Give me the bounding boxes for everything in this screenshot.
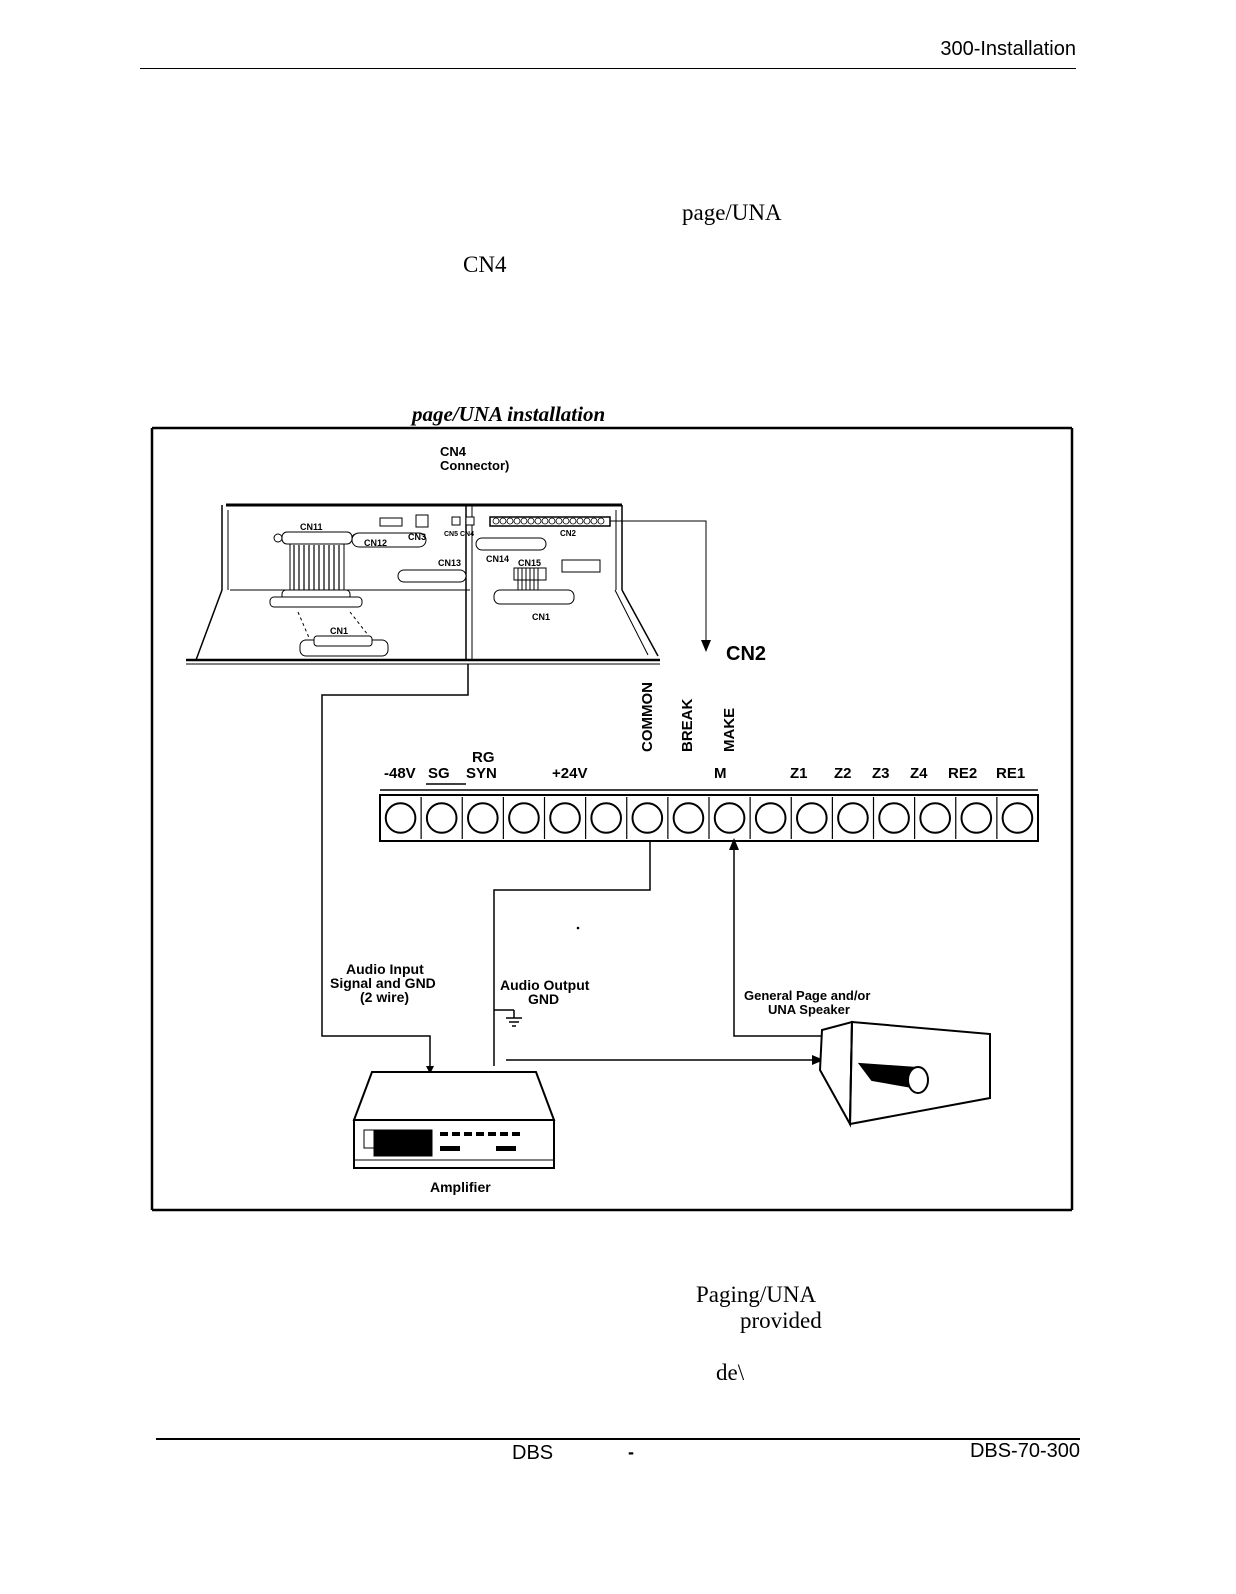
board-label: CN4 [460,531,474,538]
body-text-provided: provided [740,1308,822,1333]
terminal-screw [1001,802,1034,834]
body-text-dev: de\ [716,1360,745,1385]
board-label: CN3 [408,532,426,542]
amplifier [352,1071,556,1169]
header-section-title: 300-Installation [940,38,1076,60]
body-text-page-una: page/UNA [682,200,782,225]
footer-rule [156,1438,1080,1440]
terminal-label-syn: SYN [466,765,497,782]
header-rule [140,68,1076,69]
audio-input-line3: (2 wire) [360,989,409,1005]
terminal-screw [384,802,417,834]
terminal-label-sg: SG [428,765,450,782]
amplifier-label: Amplifier [430,1179,491,1195]
speaker-label-line2: UNA Speaker [768,1002,850,1017]
board-label: CN1 [330,626,348,636]
board-labels: CN11 CN12 CN3 CN5 CN4 CN2 CN13 CN14 CN15… [300,522,577,636]
terminal-label-re2: RE2 [948,765,977,782]
wiring [321,664,852,1066]
board-label: CN12 [364,538,387,548]
figure-caption: page/UNA installation [412,402,606,426]
board-label: CN5 [444,531,458,538]
make-arrow [729,838,739,850]
footer-center-text: DBS [512,1442,554,1464]
amp-input-arrow [426,1066,434,1074]
terminal-screw [713,802,746,834]
callout-connector: Connector) [440,458,509,473]
terminal-labels: RG -48V SG SYN +24V M Z1 Z2 Z3 Z4 RE2 RE… [384,749,1025,782]
terminal-label-re1: RE1 [996,765,1025,782]
body-text-cn4: CN4 [463,252,507,277]
cn2-label: CN2 [726,643,766,665]
figure-frame [150,426,1074,1212]
terminal-label-z4: Z4 [910,765,928,782]
terminal-label-z2: Z2 [834,765,852,782]
board-label: CN2 [560,529,577,538]
terminal-screws [384,797,1034,839]
relay-label-make: MAKE [721,708,738,752]
terminal-screw [425,802,458,834]
speaker-label-line1: General Page and/or [744,988,870,1003]
board-label: CN11 [300,522,323,532]
relay-label-break: BREAK [679,698,696,752]
terminal-label-plus24v: +24V [552,765,587,782]
board-label: CN1 [532,612,550,622]
ksu-board-drawing [186,503,707,665]
terminal-label-rg: RG [472,749,495,766]
cn2-arrow [701,640,711,652]
board-label: CN13 [438,558,461,568]
terminal-screw [754,802,787,834]
terminal-screw [467,802,499,834]
body-text-paging-una: Paging/UNA [696,1282,817,1307]
terminal-screw [672,802,705,834]
audio-output-line1: Audio Output [500,977,590,993]
relay-label-common: COMMON [639,682,656,752]
footer-doc-number: DBS-70-300 [969,1440,1080,1462]
speaker-arrow [812,1055,824,1065]
terminal-screw [590,802,622,834]
footer-dash: - [628,1442,634,1462]
terminal-screw [631,802,664,834]
audio-input-line1: Audio Input [346,961,424,977]
callout-cn4: CN4 [440,444,467,459]
terminal-screw [796,802,828,834]
terminal-screw [508,802,540,834]
stray-dot [576,926,580,930]
terminal-screw [837,802,869,834]
terminal-label-z3: Z3 [872,765,890,782]
audio-output-line2: GND [528,991,559,1007]
terminal-label-minus48v: -48V [384,765,416,782]
terminal-screw [960,802,993,834]
audio-input-line2: Signal and GND [330,975,436,991]
speaker-horn [818,1020,991,1128]
terminal-screw [878,802,910,834]
board-label: CN15 [518,558,541,568]
terminal-label-z1: Z1 [790,765,808,782]
terminal-label-m: M [714,765,727,782]
terminal-screw [549,802,581,834]
terminal-screw [919,802,951,834]
board-label: CN14 [486,554,509,564]
